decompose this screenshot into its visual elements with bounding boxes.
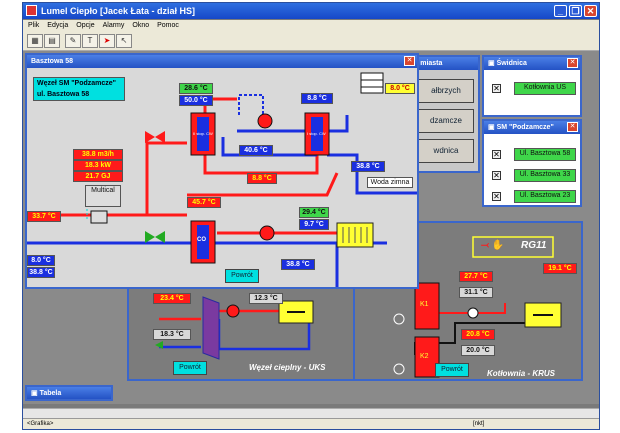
uks-temp-23-4: 23.4 °C: [153, 293, 191, 304]
temp-28-6: 28.6 °C: [179, 83, 213, 94]
window-tabela-minimized[interactable]: ▣ Tabela: [25, 385, 113, 401]
city-podzamcze-button[interactable]: dzamcze: [418, 109, 474, 133]
krus-rg-label: RG11: [521, 240, 547, 251]
window-swidnica-title: ▣ Świdnica: [484, 57, 580, 70]
temp-38-8-bottom: 38.8 °C: [281, 259, 315, 270]
krus-powrot-button[interactable]: Powrót: [435, 363, 469, 377]
window-basztowa-58: Basztowa 58 ✕: [25, 53, 419, 289]
window-miasta-title: n miasta: [410, 57, 478, 70]
station-header: Węzeł SM "Podzamcze" ul. Basztowa 58: [33, 77, 125, 101]
temp-8-8-red: 8.8 °C: [247, 173, 277, 184]
exchanger-stage-2: II stop. CW: [193, 131, 213, 136]
temp-29-4: 29.4 °C: [299, 207, 329, 218]
station-name: Węzeł SM "Podzamcze": [37, 80, 116, 87]
window-podzamcze-title: ▣ SM "Podzamcze": [484, 121, 580, 134]
checkbox-basztowa-58[interactable]: ✕: [492, 150, 501, 159]
close-button[interactable]: ✕: [584, 5, 597, 17]
city-swidnica-button[interactable]: wdnica: [418, 139, 474, 163]
power-value: 18.3 kW: [73, 160, 123, 171]
city-walbrzych-button[interactable]: ałbrzych: [418, 79, 474, 103]
status-left: <Grafika>: [27, 421, 54, 427]
boiler-k2: K2: [420, 353, 429, 360]
app-title: Lumel Ciepło [Jacek Łata - dział HS]: [41, 6, 196, 16]
menu-bar: Plik Edycja Opcje Alarmy Okno Pomoc: [23, 20, 599, 32]
node-basztowa-23[interactable]: Ul. Basztowa 23: [514, 190, 576, 203]
uks-temp-18-3: 18.3 °C: [153, 329, 191, 340]
krus-label: Kotłownia - KRUS: [487, 369, 555, 378]
edit-icon[interactable]: ✎: [65, 34, 81, 48]
menu-edycja[interactable]: Edycja: [47, 22, 69, 29]
minimize-button[interactable]: _: [554, 5, 567, 17]
temp-33-7: 33.7 °C: [27, 211, 61, 222]
cursor-icon[interactable]: ➤: [99, 34, 115, 48]
cold-water-label: Woda zimna: [367, 177, 413, 188]
fire-icon: ⤙ ✋: [481, 240, 505, 251]
checkbox-kotlownia-us[interactable]: ✕: [492, 84, 501, 93]
window-podzamcze: ▣ SM "Podzamcze" ✕ ✕ Ul. Basztowa 58 ✕ U…: [482, 119, 582, 207]
temp-38-8-right: 38.8 °C: [351, 161, 385, 172]
app-titlebar: Lumel Ciepło [Jacek Łata - dział HS] _ ❐…: [23, 3, 599, 19]
temp-9-7: 9.7 °C: [299, 219, 329, 230]
uks-schematic: [155, 296, 314, 360]
toolbar: ▦ ▤ ✎ T ➤ ↖: [23, 32, 599, 51]
window-basztowa-title: Basztowa 58: [27, 55, 417, 68]
krus-temp-20-0: 20.0 °C: [461, 345, 495, 356]
menu-alarmy[interactable]: Alarmy: [102, 22, 125, 29]
app-window: Lumel Ciepło [Jacek Łata - dział HS] _ ❐…: [22, 2, 600, 430]
krus-temp-27-7: 27.7 °C: [459, 271, 493, 282]
window-podzamcze-close[interactable]: ✕: [567, 122, 578, 132]
menu-plik[interactable]: Plik: [28, 22, 40, 29]
app-icon: [26, 5, 37, 16]
boiler-k1: K1: [420, 301, 429, 308]
energy-value: 21.7 GJ: [73, 171, 123, 182]
restore-button[interactable]: ❐: [569, 5, 582, 17]
checkbox-basztowa-33[interactable]: ✕: [492, 171, 501, 180]
exchanger-stage-1: I stop. CW: [307, 131, 326, 136]
temp-8-8-blue: 8.8 °C: [301, 93, 333, 104]
window-swidnica: ▣ Świdnica ✕ ✕ Kotłownia US: [482, 55, 582, 117]
basztowa-powrot-button[interactable]: Powrót: [225, 269, 259, 283]
pointer-icon[interactable]: ↖: [116, 34, 132, 48]
flow-value: 38.8 m3/h: [73, 149, 123, 160]
krus-temp-20-8: 20.8 °C: [461, 329, 495, 340]
krus-schematic: [393, 236, 562, 378]
horizontal-scrollbar[interactable]: [23, 408, 599, 418]
window-miasta: n miasta ałbrzych dzamcze wdnica: [408, 55, 480, 173]
uks-temp-12-3: 12.3 °C: [249, 293, 283, 304]
temp-8-0-top: 8.0 °C: [385, 83, 415, 94]
node-kotlownia-us[interactable]: Kotłownia US: [514, 82, 576, 95]
mdi-desktop: n miasta ałbrzych dzamcze wdnica ▣ Świdn…: [23, 51, 599, 404]
status-bar: <Grafika> [nkt]: [23, 418, 599, 429]
window-swidnica-close[interactable]: ✕: [567, 58, 578, 68]
uks-powrot-button[interactable]: Powrót: [173, 361, 207, 375]
checkbox-basztowa-23[interactable]: ✕: [492, 192, 501, 201]
menu-okno[interactable]: Okno: [132, 22, 150, 29]
window-basztowa-close[interactable]: ✕: [404, 56, 415, 66]
multical-meter: Multical: [85, 185, 121, 207]
exchanger-co: CO: [197, 237, 206, 243]
temp-40-6: 40.6 °C: [239, 145, 273, 156]
menu-pomoc[interactable]: Pomoc: [157, 22, 179, 29]
tabela-title: ▣ Tabela: [27, 387, 111, 399]
temp-45-7: 45.7 °C: [187, 197, 221, 208]
node-basztowa-58[interactable]: Ul. Basztowa 58: [514, 148, 576, 161]
krus-temp-31-1: 31.1 °C: [459, 287, 493, 298]
menu-opcje[interactable]: Opcje: [76, 22, 95, 29]
uks-label: Węzeł cieplny - UKS: [249, 363, 326, 372]
temp-8-0-left: 8.0 °C: [27, 255, 55, 266]
basztowa-schematic: [27, 72, 417, 287]
node-basztowa-33[interactable]: Ul. Basztowa 33: [514, 169, 576, 182]
status-right: [nkt]: [473, 421, 485, 427]
temp-50-0: 50.0 °C: [179, 95, 213, 106]
text-icon[interactable]: T: [82, 34, 98, 48]
krus-temp-19-1: 19.1 °C: [543, 263, 577, 274]
station-address: ul. Basztowa 58: [37, 91, 90, 98]
layout-icon[interactable]: ▤: [44, 34, 60, 48]
grid-icon[interactable]: ▦: [27, 34, 43, 48]
temp-38-8-left: 38.8 °C: [27, 267, 55, 278]
